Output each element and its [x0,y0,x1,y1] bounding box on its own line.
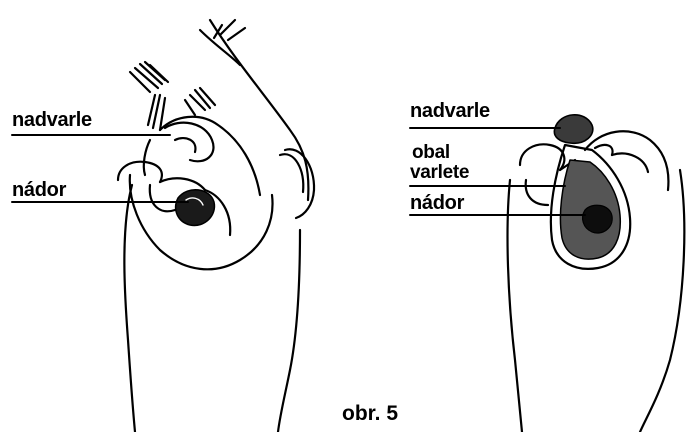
label-varlete: varlete [410,163,469,182]
label-nador-left: nádor [12,180,66,200]
label-nador-right: nádor [410,193,464,213]
figure-caption: obr. 5 [342,402,398,426]
label-nadvarle-right: nadvarle [410,101,490,121]
label-obal: obal [412,143,450,162]
label-nadvarle-left: nadvarle [12,110,92,130]
left-illustration [12,20,314,432]
